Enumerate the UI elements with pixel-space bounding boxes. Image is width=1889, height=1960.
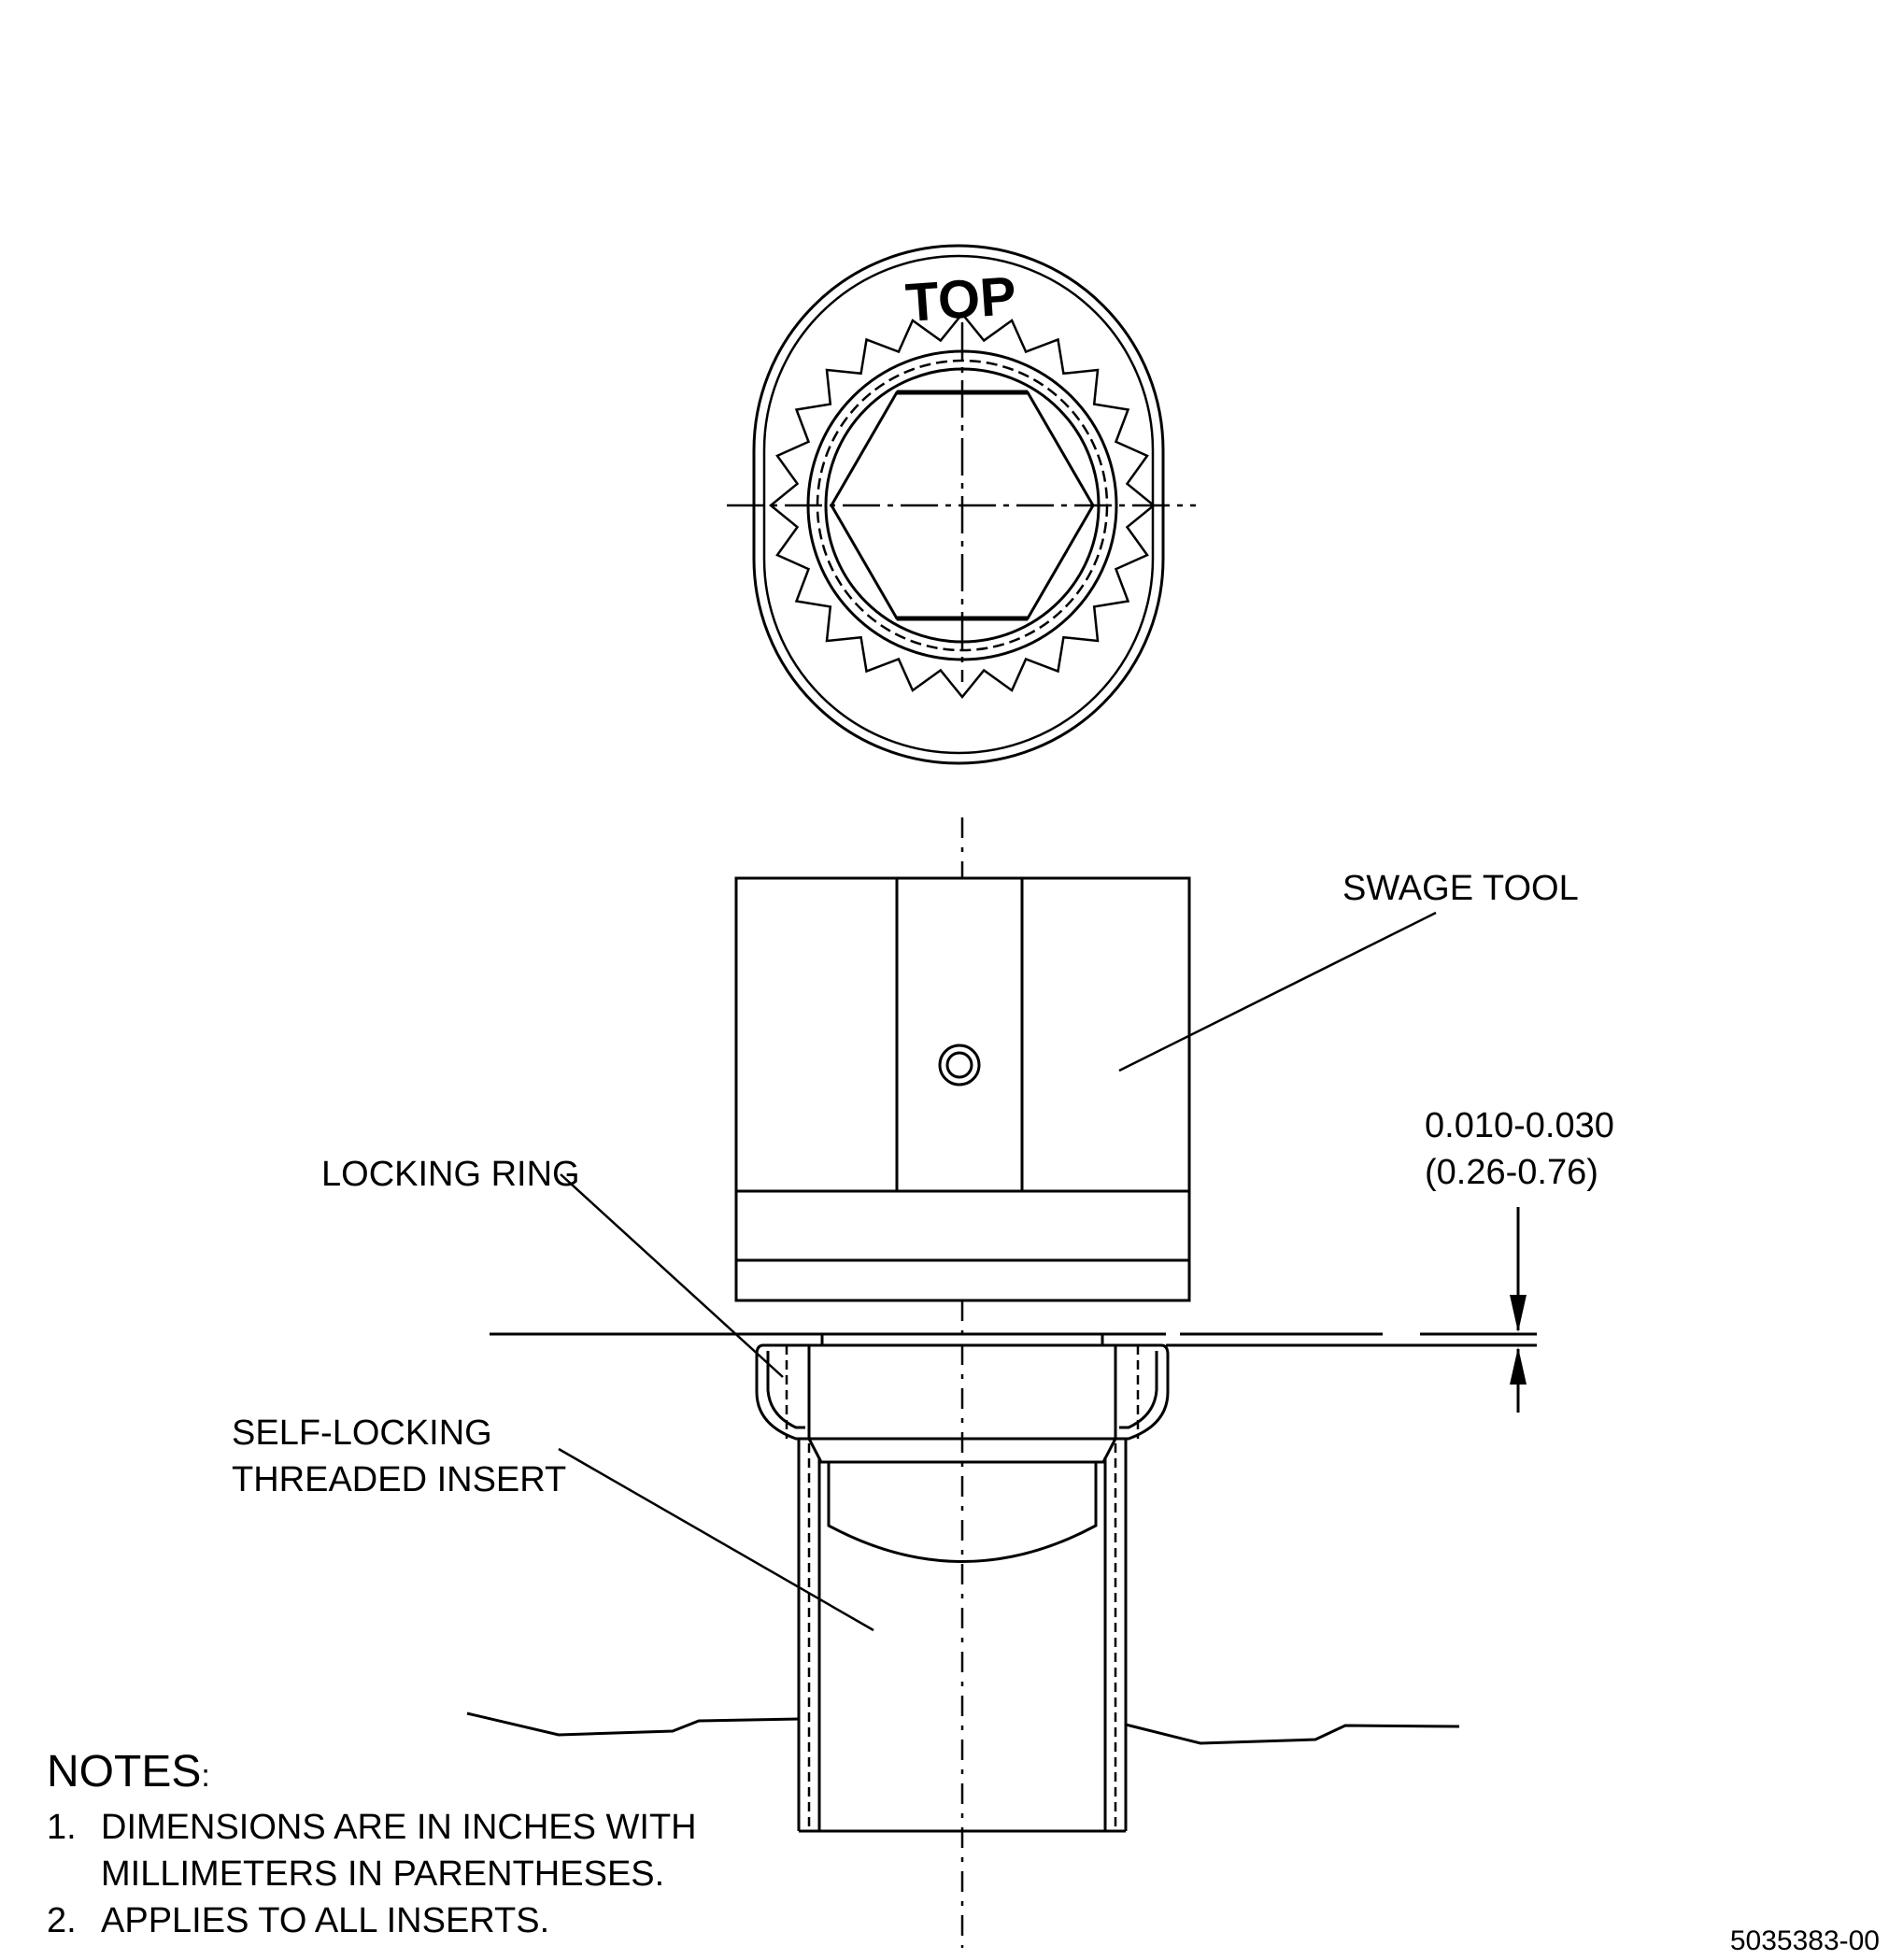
notes-block: NOTES: 1. DIMENSIONS ARE IN INCHES WITH … xyxy=(47,1747,697,1940)
dimension-inches: 0.010-0.030 xyxy=(1425,1106,1614,1145)
dimension-millimeters: (0.26-0.76) xyxy=(1425,1153,1598,1192)
note-2-number: 2. xyxy=(47,1901,77,1940)
top-label: TOP xyxy=(903,265,1017,334)
notes-heading-colon: : xyxy=(201,1758,209,1794)
svg-text:NOTES:: NOTES: xyxy=(47,1747,210,1797)
insert-label-line1: SELF-LOCKING xyxy=(232,1413,492,1453)
insert-leader xyxy=(558,1447,874,1632)
gap-dimension xyxy=(1510,1207,1527,1413)
leader-lines xyxy=(558,911,1437,1632)
insert-label-line2: THREADED INSERT xyxy=(232,1460,566,1499)
side-view xyxy=(466,817,1537,1948)
notes-heading: NOTES xyxy=(47,1747,201,1797)
swage-tool-leader xyxy=(1118,911,1437,1072)
drawing-number: 5035383-00 xyxy=(1730,1925,1880,1956)
swage-tool xyxy=(734,876,1191,1302)
break-line-left xyxy=(466,1711,800,1737)
note-1-line2: MILLIMETERS IN PARENTHESES. xyxy=(101,1854,664,1894)
self-locking-threaded-insert xyxy=(797,1439,1128,1833)
insert-head xyxy=(807,1332,1117,1464)
locking-ring-leader xyxy=(560,1173,784,1378)
top-view xyxy=(727,244,1196,765)
note-2-line1: APPLIES TO ALL INSERTS. xyxy=(101,1901,549,1940)
locking-ring xyxy=(755,1343,1170,1441)
locking-ring-label: LOCKING RING xyxy=(321,1155,580,1194)
serrated-ring xyxy=(769,312,1156,699)
break-line-right xyxy=(1125,1723,1460,1745)
note-1-number: 1. xyxy=(47,1808,77,1847)
note-1-line1: DIMENSIONS ARE IN INCHES WITH xyxy=(101,1808,697,1847)
swage-tool-label: SWAGE TOOL xyxy=(1342,869,1579,908)
